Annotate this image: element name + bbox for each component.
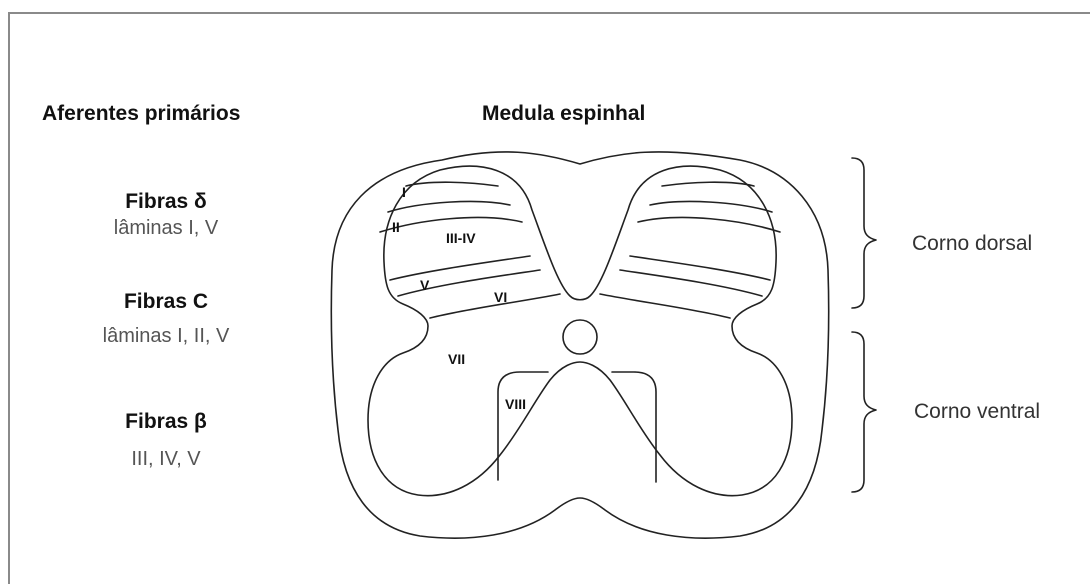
spinal-cord-outline xyxy=(331,152,829,538)
lamina-label-vi: VI xyxy=(494,289,507,305)
lamina-label-i: I xyxy=(402,184,406,200)
lamina-line-right-2 xyxy=(650,201,772,212)
ventral-horn-brace xyxy=(852,332,876,492)
lamina-viii-outline-right xyxy=(612,372,656,482)
lamina-line-right-3 xyxy=(638,217,780,232)
central-canal xyxy=(563,320,597,354)
lamina-line-left-4 xyxy=(390,256,530,280)
lamina-line-right-4 xyxy=(630,256,770,280)
lamina-label-ii: II xyxy=(392,219,400,235)
gray-matter-outline xyxy=(368,166,792,496)
dorsal-horn-brace xyxy=(852,158,876,308)
lamina-viii-outline xyxy=(498,372,548,480)
lamina-line-left-2 xyxy=(388,201,510,212)
lamina-label-viii: VIII xyxy=(505,396,526,412)
lamina-line-left-1 xyxy=(406,182,498,186)
lamina-line-right-6 xyxy=(600,294,730,318)
lamina-label-v: V xyxy=(420,277,430,293)
lamina-label-vii: VII xyxy=(448,351,465,367)
lamina-line-right-1 xyxy=(662,182,754,186)
lamina-label-iii-iv: III-IV xyxy=(446,230,476,246)
